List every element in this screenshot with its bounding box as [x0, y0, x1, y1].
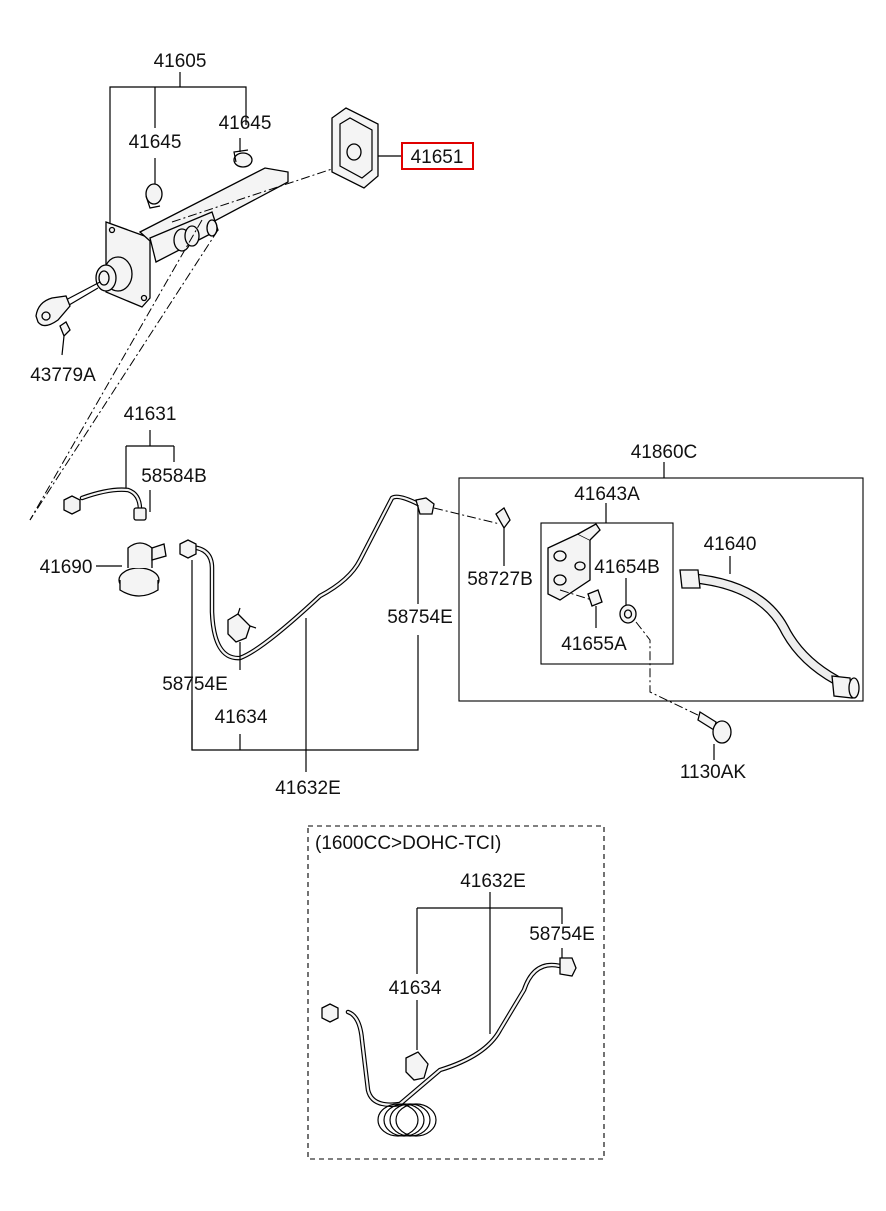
assembly-box-41860C — [458, 462, 864, 760]
label-41645-right: 41645 — [219, 113, 272, 134]
label-43779A: 43779A — [30, 365, 96, 386]
variant-label-41632E: 41632E — [460, 871, 526, 892]
label-58754E-mid: 58754E — [387, 607, 453, 628]
label-58727B: 58727B — [467, 569, 533, 590]
label-41690: 41690 — [40, 557, 93, 578]
variant-label-58754E: 58754E — [529, 924, 595, 945]
label-58754E-left: 58754E — [162, 674, 228, 695]
label-41632E: 41632E — [275, 778, 341, 799]
highlight-box-41651 — [401, 142, 474, 170]
hose-41631 — [63, 430, 175, 521]
label-41643A: 41643A — [574, 484, 640, 505]
variant-box — [307, 825, 605, 1160]
label-41631: 41631 — [124, 404, 177, 425]
label-58584B: 58584B — [141, 466, 207, 487]
label-41645-left: 41645 — [129, 132, 182, 153]
label-41634: 41634 — [215, 707, 268, 728]
master-cylinder-assembly — [29, 72, 336, 521]
label-41651: 41651 — [411, 147, 464, 168]
variant-label-41634: 41634 — [389, 978, 442, 999]
label-41655A: 41655A — [561, 634, 627, 655]
label-41640: 41640 — [704, 534, 757, 555]
label-41605: 41605 — [154, 51, 207, 72]
variant-title: (1600CC>DOHC-TCI) — [315, 833, 501, 854]
reservoir-41690 — [96, 542, 167, 597]
label-41860C: 41860C — [631, 442, 698, 463]
label-41654B: 41654B — [594, 557, 660, 578]
label-1130AK: 1130AK — [680, 762, 747, 783]
clutch-pipe-41632E — [179, 494, 501, 772]
gasket-41651 — [331, 107, 402, 189]
